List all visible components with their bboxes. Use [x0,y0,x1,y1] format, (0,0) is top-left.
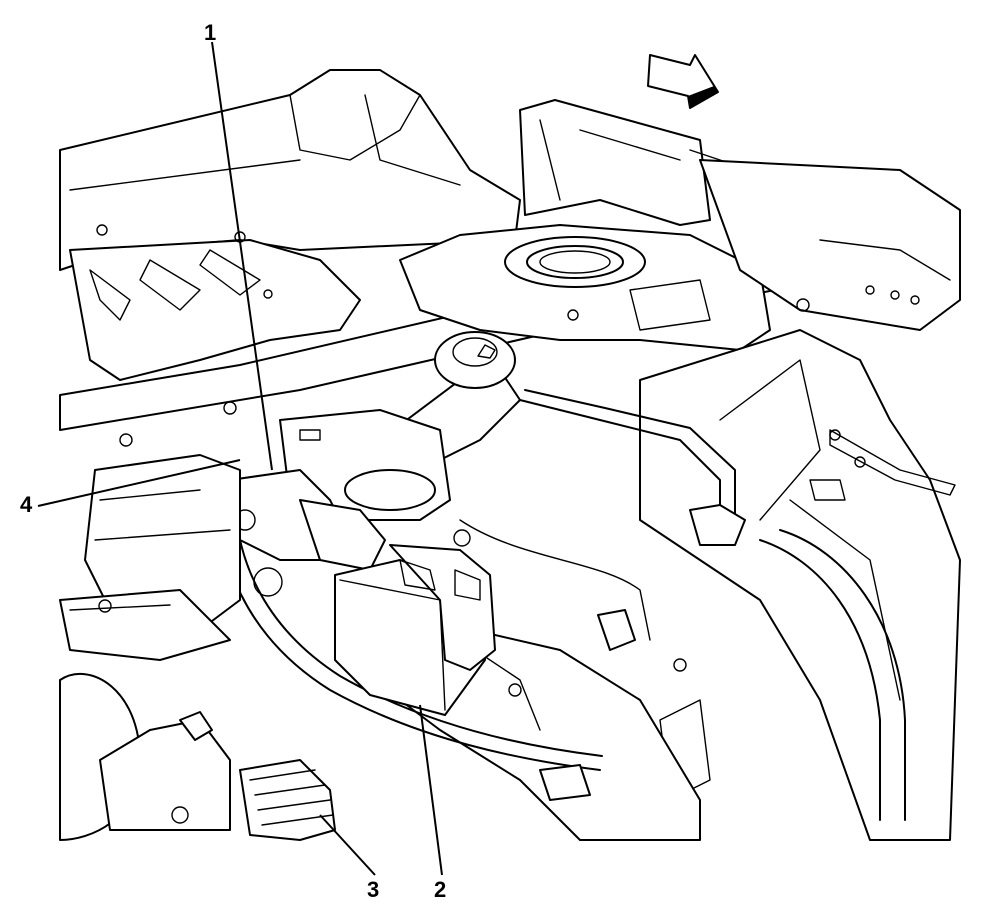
callout-leaders [37,41,443,876]
callout-3-label: 3 [367,877,379,902]
leader-1 [211,41,273,471]
connectors [119,298,956,801]
leader-2 [419,704,443,876]
leader-4 [37,459,241,507]
callout-1-label: 1 [204,20,216,45]
forward-arrow-icon [647,54,719,109]
brake-control-module [334,529,496,716]
steering-gear-area [59,589,336,841]
callout-2-label: 2 [434,877,446,902]
master-cylinder-assembly [84,409,451,631]
leader-3 [319,814,376,876]
callout-4-label: 4 [20,492,33,517]
body-structure [59,69,961,841]
